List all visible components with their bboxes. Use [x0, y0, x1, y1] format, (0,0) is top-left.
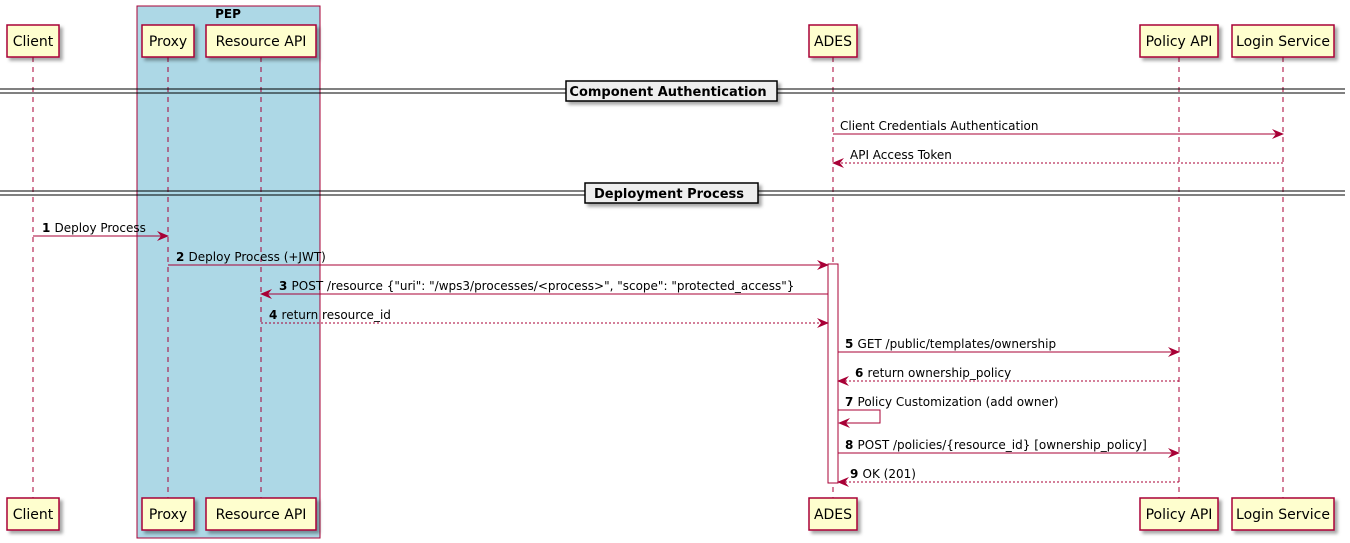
message-m-cc: Client Credentials Authentication [833, 119, 1284, 139]
message-label: Client Credentials Authentication [840, 119, 1038, 133]
message-label: 1 Deploy Process [42, 221, 146, 235]
message-number: 1 [42, 221, 55, 235]
message-m6: 6 return ownership_policy [837, 366, 1179, 386]
message-text: OK (201) [863, 467, 916, 481]
participant-box [1231, 497, 1335, 531]
message-number: 2 [176, 250, 189, 264]
divider-label: Component Authentication [569, 85, 766, 100]
message-text: Deploy Process [55, 221, 146, 235]
message-label: 5 GET /public/templates/ownership [845, 337, 1056, 351]
participant-client-top: Client [6, 24, 60, 58]
participant-proxy-top: Proxy [141, 24, 195, 58]
message-m-tok: API Access Token [832, 148, 1283, 168]
participant-label: ADES [814, 34, 852, 50]
participant-label: Client [13, 507, 54, 523]
message-label: API Access Token [850, 148, 952, 162]
message-label: 7 Policy Customization (add owner) [845, 395, 1058, 409]
participant-box [1231, 24, 1335, 58]
message-m9: 9 OK (201) [837, 467, 1179, 487]
participant-box [205, 497, 317, 531]
message-text: Client Credentials Authentication [840, 119, 1038, 133]
participant-box [6, 24, 60, 58]
participant-box [205, 24, 317, 58]
participant-label: Resource API [216, 507, 307, 523]
participant-label: Proxy [149, 34, 187, 50]
divider-component-authentication: Component Authentication [0, 80, 1345, 102]
participant-label: ADES [814, 507, 852, 523]
participant-label: Resource API [216, 34, 307, 50]
participant-box [808, 497, 858, 531]
message-text: POST /resource {"uri": "/wps3/processes/… [292, 279, 795, 293]
message-text: Policy Customization (add owner) [858, 395, 1059, 409]
participant-policy-api-top: Policy API [1139, 24, 1219, 58]
message-number: 5 [845, 337, 858, 351]
ades-activation-bar [827, 263, 839, 484]
participant-box [808, 24, 858, 58]
message-m5: 5 GET /public/templates/ownership [838, 337, 1180, 357]
message-m1: 1 Deploy Process [33, 221, 169, 241]
participant-login-service-bottom: Login Service [1231, 497, 1335, 531]
message-text: return resource_id [282, 308, 391, 322]
participant-ades-top: ADES [808, 24, 858, 58]
message-label: 9 OK (201) [850, 467, 916, 481]
message-number: 4 [269, 308, 282, 322]
participant-box [141, 24, 195, 58]
participant-client-bottom: Client [6, 497, 60, 531]
message-number: 7 [845, 395, 858, 409]
participant-label: Proxy [149, 507, 187, 523]
pep-group-label: PEP [215, 7, 241, 21]
pep-group: PEP [136, 5, 321, 539]
participant-policy-api-bottom: Policy API [1139, 497, 1219, 531]
participant-label: Login Service [1236, 507, 1330, 523]
participant-box [1139, 24, 1219, 58]
divider-box [565, 80, 778, 102]
divider-label: Deployment Process [594, 187, 744, 202]
pep-group-box [136, 5, 321, 539]
participant-box [141, 497, 195, 531]
participant-label: Policy API [1146, 34, 1213, 50]
message-m3: 3 POST /resource {"uri": "/wps3/processe… [260, 279, 828, 299]
participant-login-service-top: Login Service [1231, 24, 1335, 58]
message-label: 2 Deploy Process (+JWT) [176, 250, 326, 264]
message-label: 8 POST /policies/{resource_id} [ownershi… [845, 438, 1147, 452]
message-m8: 8 POST /policies/{resource_id} [ownershi… [838, 438, 1180, 458]
message-m2: 2 Deploy Process (+JWT) [168, 250, 829, 270]
participant-label: Login Service [1236, 34, 1330, 50]
message-number: 6 [855, 366, 868, 380]
participant-box [6, 497, 60, 531]
participant-box [1139, 497, 1219, 531]
participant-resource-api-top: Resource API [205, 24, 317, 58]
divider-box [584, 182, 759, 204]
participant-resource-api-bottom: Resource API [205, 497, 317, 531]
message-number: 9 [850, 467, 863, 481]
message-number: 8 [845, 438, 858, 452]
message-label: 4 return resource_id [269, 308, 391, 322]
message-text: API Access Token [850, 148, 952, 162]
message-label: 3 POST /resource {"uri": "/wps3/processe… [279, 279, 794, 293]
message-m4: 4 return resource_id [261, 308, 829, 328]
message-text: POST /policies/{resource_id} [ownership_… [858, 438, 1147, 452]
message-text: GET /public/templates/ownership [858, 337, 1057, 351]
message-number: 3 [279, 279, 292, 293]
message-text: Deploy Process (+JWT) [189, 250, 326, 264]
message-label: 6 return ownership_policy [855, 366, 1011, 380]
participant-label: Client [13, 34, 54, 50]
participant-label: Policy API [1146, 507, 1213, 523]
participant-ades-bottom: ADES [808, 497, 858, 531]
self-message-arrow [838, 409, 881, 428]
message-text: return ownership_policy [868, 366, 1012, 380]
divider-deployment-process: Deployment Process [0, 182, 1345, 204]
participant-proxy-bottom: Proxy [141, 497, 195, 531]
message-m7: 7 Policy Customization (add owner) [838, 395, 1058, 428]
